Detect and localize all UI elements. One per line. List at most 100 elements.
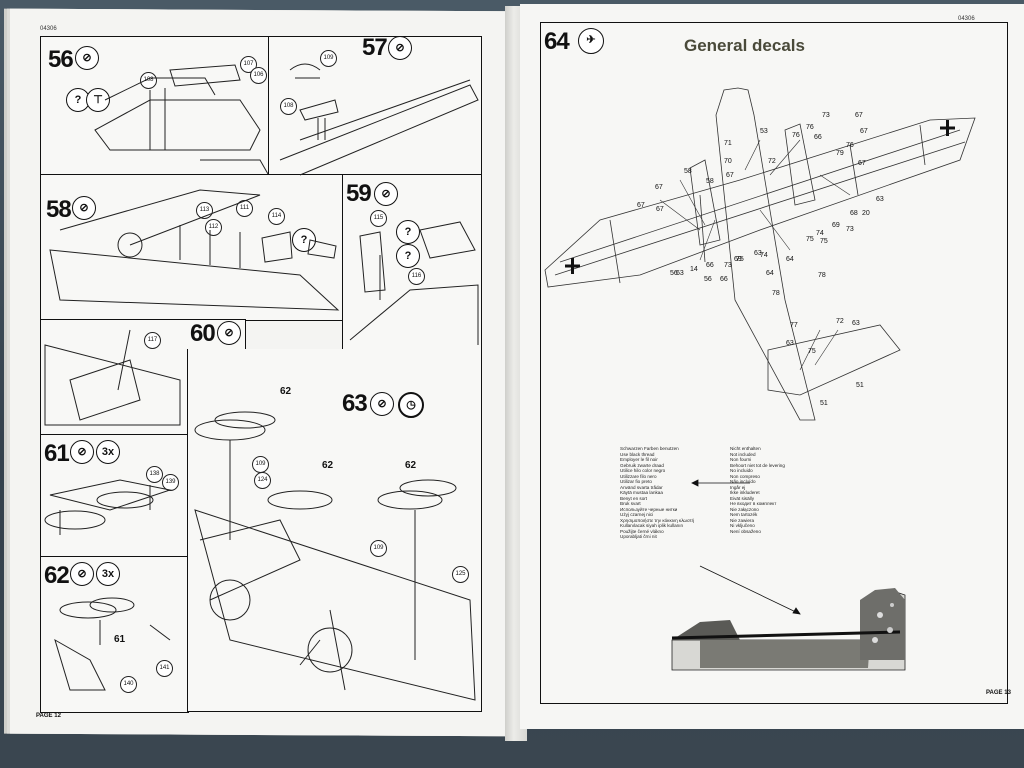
step-60-number: 60 — [190, 320, 216, 347]
decal-number: 66 — [720, 276, 728, 283]
legend-line: Utilizar fio preto — [620, 479, 652, 484]
decal-number: 63 — [676, 270, 684, 277]
decal-number: 14 — [690, 266, 698, 273]
part-label: 109 — [370, 540, 387, 557]
decal-number: 71 — [724, 140, 732, 147]
part-label: 125 — [452, 566, 469, 583]
legend-line: Ingår ej — [730, 484, 746, 490]
step-58-number: 58 — [46, 196, 72, 223]
glue-icon: ⊘ — [75, 46, 99, 70]
legend-line: Non fourni — [730, 457, 752, 462]
decal-number: 75 — [806, 236, 814, 243]
decal-number: 67 — [860, 128, 868, 135]
decal-number: 56 — [704, 276, 712, 283]
decal-number: 73 — [846, 226, 854, 233]
legend-line: Используйте черные нитки — [620, 506, 678, 512]
legend-line: Benyt en sort — [620, 495, 648, 501]
multiplier-badge: 3x — [96, 440, 120, 464]
decal-number: 76 — [846, 142, 854, 149]
legend-line: Nie zawiera — [730, 517, 754, 523]
page-footer-left: PAGE 12 — [36, 713, 61, 719]
step-64-panel — [540, 22, 1008, 704]
page-code-left: 04306 — [40, 26, 57, 32]
decal-number: 72 — [836, 318, 844, 325]
decal-number: 63 — [786, 340, 794, 347]
decal-number: 69 — [832, 222, 840, 229]
decal-number: 67 — [855, 112, 863, 119]
question-icon: ? — [396, 220, 420, 244]
part-label: 117 — [144, 332, 161, 349]
decal-number: 56 — [670, 270, 678, 277]
glue-icon: ⊘ — [72, 196, 96, 220]
legend-line: Ni vključeno — [730, 523, 755, 528]
legend-line: Не входит в комплект — [730, 501, 777, 506]
decal-number: 75 — [808, 348, 816, 355]
legend-line: Utilice hilo color negro — [620, 468, 666, 473]
legend-line: Kullanılacak siyah iplik kullanın — [620, 523, 684, 528]
decal-number: 73 — [724, 262, 732, 269]
decal-number: 78 — [772, 290, 780, 297]
legend-line: Använd svarta trådar — [620, 484, 663, 490]
legend-line: Use black thread — [620, 451, 655, 457]
glue-icon: ⊘ — [217, 321, 241, 345]
decal-number: 64 — [786, 256, 794, 263]
legend-line: Nem tartozék — [730, 512, 758, 517]
part-label: 138 — [146, 466, 163, 483]
part-label: 62 — [322, 460, 334, 471]
decal-number: 67 — [726, 172, 734, 179]
decal-title: General decals — [684, 36, 805, 55]
decal-number: 76 — [806, 124, 814, 131]
legend-line: Schwarzen Farben benutzen — [620, 446, 679, 451]
step-62-panel — [40, 556, 189, 713]
legend-line: Użyj czarnej nici — [620, 512, 654, 517]
step-62-number: 62 — [44, 562, 70, 589]
legend-line: Bruk svart — [620, 501, 641, 506]
page-footer-right: PAGE 13 — [986, 690, 1011, 696]
legend-line: Nicht enthalten — [730, 446, 761, 451]
legend-line: Behoort niet tot de levering — [730, 462, 785, 468]
legend-line: Eivät sisälly — [730, 495, 754, 501]
legend-line: Employer le fil noir — [620, 457, 658, 462]
part-label: 140 — [120, 676, 137, 693]
part-label: 108 — [280, 98, 297, 115]
legend-line: Nie załączono — [730, 506, 759, 512]
decal-number: 67 — [656, 206, 664, 213]
part-label: 109 — [320, 50, 337, 67]
part-label: 116 — [408, 268, 425, 285]
decal-number: 63 — [852, 320, 860, 327]
step-57-number: 57 — [362, 34, 388, 61]
decal-number: 53 — [760, 128, 768, 135]
legend-line: Non compreso — [730, 473, 760, 479]
decal-number: 63 — [754, 250, 762, 257]
decal-number: 63 — [876, 196, 884, 203]
decal-number: 79 — [836, 150, 844, 157]
legend-line: Käytä mustaa lankaa — [620, 490, 663, 495]
decal-number: 74 — [760, 252, 768, 259]
part-label: 141 — [156, 660, 173, 677]
decal-number: 66 — [706, 262, 714, 269]
step-57-panel — [268, 36, 482, 176]
part-label: 115 — [370, 210, 387, 227]
decal-number: 77 — [790, 322, 798, 329]
legend-line: Použijte černé vlákno — [620, 528, 664, 534]
multiplier-badge: 3x — [96, 562, 120, 586]
decal-icon: ✈ — [578, 28, 604, 54]
question-icon: ? — [396, 244, 420, 268]
legend-line: Uporabljati črni nit — [620, 534, 657, 539]
page-code-right: 04306 — [958, 16, 975, 22]
part-label: 114 — [268, 208, 285, 225]
part-label: 139 — [162, 474, 179, 491]
legend-line: Utilizzare filo nero — [620, 473, 657, 479]
clock-icon: ◷ — [398, 392, 424, 418]
decal-number: 67 — [858, 160, 866, 167]
part-label: 62 — [280, 386, 292, 397]
decal-number: 51 — [856, 382, 864, 389]
glue-icon: ⊘ — [388, 36, 412, 60]
glue-icon: ⊘ — [70, 440, 94, 464]
decal-number: 67 — [637, 202, 645, 209]
decal-number: 66 — [814, 134, 822, 141]
decal-number: 58 — [706, 178, 714, 185]
